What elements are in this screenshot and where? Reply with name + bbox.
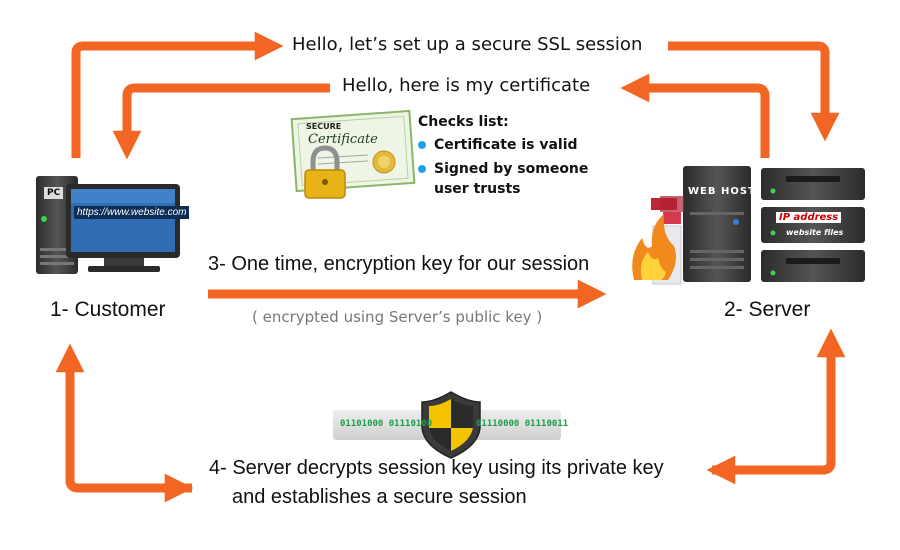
- arrow-certificate-continue: [112, 83, 330, 160]
- session-message-line1: 4- Server decrypts session key using its…: [209, 457, 664, 479]
- arrow-hello: [71, 31, 284, 158]
- server-label: 2- Server: [724, 298, 811, 321]
- certificate-secure-text: SECURE: [306, 122, 342, 131]
- check-item-continuation: user trusts: [434, 181, 521, 197]
- pc-url: https://www.website.com: [74, 206, 190, 219]
- certificate-title-text: Certificate: [308, 132, 378, 147]
- check-item: Signed by someone: [418, 161, 588, 177]
- arrow-hello-continue: [668, 41, 840, 142]
- arrow-certificate: [620, 73, 770, 158]
- arrow-session-right: [712, 328, 846, 475]
- customer-label: 1- Customer: [50, 298, 166, 321]
- bullet-icon: [418, 165, 426, 173]
- binary-right: 01110000 01110011: [476, 419, 569, 429]
- certificate-message: Hello, here is my certificate: [342, 75, 591, 96]
- website-files-label: website files: [786, 228, 844, 237]
- checks-list-title: Checks list:: [418, 114, 509, 130]
- key-exchange-note: ( encrypted using Server’s public key ): [252, 308, 543, 326]
- key-exchange-message: 3- One time, encryption key for our sess…: [208, 253, 590, 275]
- server-icon: [683, 166, 865, 282]
- ip-address-label: IP address: [776, 212, 842, 223]
- firewall-icon: [632, 196, 684, 285]
- pc-tag: PC: [44, 187, 64, 199]
- arrow-session-left-start: [65, 473, 194, 503]
- arrow-session-left: [55, 343, 192, 493]
- webhost-label: WEB HOST: [688, 186, 756, 197]
- binary-left: 01101000 01110100: [340, 419, 433, 429]
- padlock-icon: [304, 145, 346, 199]
- pc-icon: [36, 176, 180, 274]
- arrow-session-right-start: [706, 455, 836, 485]
- hello-message: Hello, let’s set up a secure SSL session: [292, 34, 643, 55]
- check-item: Certificate is valid: [418, 137, 578, 153]
- shield-icon: [421, 391, 481, 459]
- bullet-icon: [418, 141, 426, 149]
- session-message-line2: and establishes a secure session: [232, 486, 527, 508]
